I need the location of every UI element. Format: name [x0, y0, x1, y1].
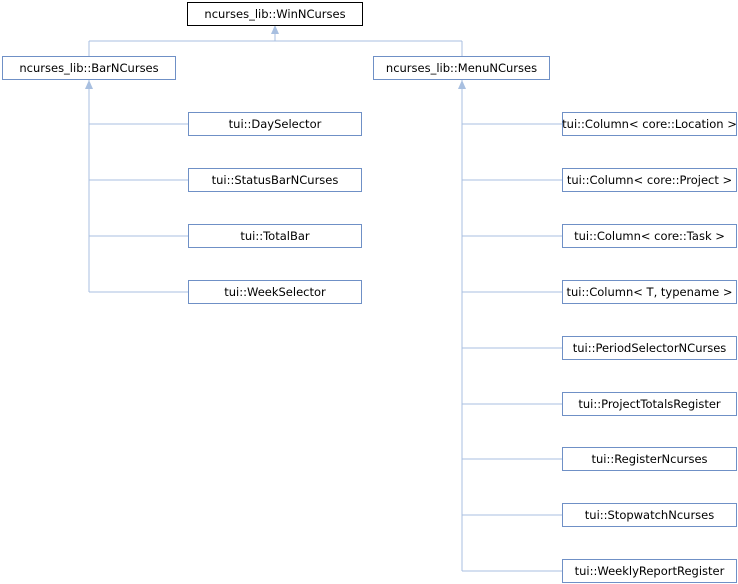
class-node-column-location[interactable]: tui::Column< core::Location >	[562, 112, 737, 136]
class-node-stopwatchncurses[interactable]: tui::StopwatchNcurses	[562, 503, 737, 527]
class-node-barncurses[interactable]: ncurses_lib::BarNCurses	[2, 56, 176, 80]
class-node-totalbar[interactable]: tui::TotalBar	[188, 224, 362, 248]
class-node-menuncurses[interactable]: ncurses_lib::MenuNCurses	[373, 56, 550, 80]
arrowhead-winncurses	[271, 25, 279, 34]
class-node-weekselector[interactable]: tui::WeekSelector	[188, 280, 362, 304]
arrowhead-barncurses	[85, 80, 93, 89]
arrowhead-menuncurses	[458, 80, 466, 89]
class-node-periodselectorncurses[interactable]: tui::PeriodSelectorNCurses	[562, 336, 737, 360]
class-node-projecttotalsregister[interactable]: tui::ProjectTotalsRegister	[562, 392, 737, 416]
class-node-statusbarncurses[interactable]: tui::StatusBarNCurses	[188, 168, 362, 192]
class-node-dayselector[interactable]: tui::DaySelector	[188, 112, 362, 136]
class-node-winncurses: ncurses_lib::WinNCurses	[187, 2, 363, 26]
class-node-column-generic[interactable]: tui::Column< T, typename >	[562, 280, 737, 304]
class-node-weeklyreportregister[interactable]: tui::WeeklyReportRegister	[562, 559, 737, 583]
class-node-column-project[interactable]: tui::Column< core::Project >	[562, 168, 737, 192]
class-node-registerncurses[interactable]: tui::RegisterNcurses	[562, 447, 737, 471]
class-node-column-task[interactable]: tui::Column< core::Task >	[562, 224, 737, 248]
